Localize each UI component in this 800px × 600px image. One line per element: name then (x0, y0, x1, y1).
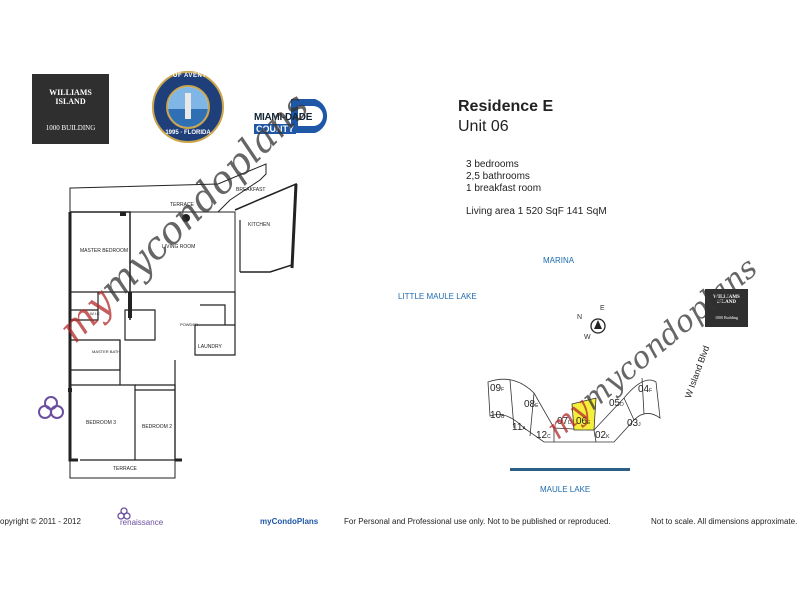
aventura-seal-top-text: CITY OF AVENTURA (155, 73, 221, 79)
williams-small-subtitle: 1000 Building (714, 315, 738, 320)
unit-05: 05D (609, 398, 624, 409)
label-little-maule-lake: LITTLE MAULE LAKE (398, 292, 477, 301)
feature-bathrooms: 2,5 bathrooms (466, 171, 530, 182)
residence-unit: Unit 06 (458, 118, 509, 135)
watermark-logo-icon (38, 396, 64, 419)
room-bedroom-2: BEDROOM 2 (142, 424, 172, 430)
floor-plan: BREAKFAST TERRACE KITCHEN MASTER BEDROOM… (68, 163, 298, 479)
living-area: Living area 1 520 SqF 141 SqM (466, 206, 607, 217)
footer-brand: renaissance (120, 518, 164, 527)
williams-small-line2: ISLAND (717, 300, 736, 305)
williams-island-small-logo: WILLIAMS ISLAND 1000 Building (705, 289, 748, 327)
williams-small-line1: WILLIAMS (713, 295, 740, 300)
room-master-bedroom: MASTER BEDROOM (80, 248, 128, 254)
williams-logo-line2: ISLAND (55, 97, 86, 106)
room-master-bath: MASTER BATH (92, 349, 120, 354)
footer-site[interactable]: myCondoPlans (260, 517, 319, 526)
city-of-aventura-seal (152, 71, 224, 143)
unit-11: 11A (512, 422, 526, 433)
compass-e: E (600, 305, 605, 312)
maule-lake-shoreline (510, 468, 630, 471)
footer-copyright: opyright © 2011 - 2012 (0, 517, 81, 526)
footer-usage: For Personal and Professional use only. … (344, 517, 611, 526)
residence-title: Residence E (458, 98, 554, 115)
room-terrace-top: TERRACE (170, 202, 195, 208)
williams-island-logo: WILLIAMS ISLAND 1000 BUILDING (32, 74, 109, 144)
unit-02: 02K (595, 430, 610, 441)
room-terrace-bottom: TERRACE (113, 466, 138, 472)
room-laundry: LAUNDRY (198, 344, 222, 350)
unit-06-highlight (571, 397, 597, 431)
unit-10: 10B (490, 410, 505, 421)
label-w-island-blvd: W Island Blvd (683, 344, 712, 400)
unit-07: 07D (557, 416, 572, 427)
label-maule-lake: MAULE LAKE (540, 485, 591, 494)
aventura-seal-bottom-text: 1995 · FLORIDA (165, 130, 211, 136)
room-breakfast: BREAKFAST (236, 187, 265, 193)
unit-09: 09F (490, 383, 505, 394)
footer-scale: Not to scale. All dimensions approximate… (651, 517, 798, 526)
miami-dade-line1: MIAMI-DADE (254, 112, 313, 123)
unit-08: 08E (524, 399, 539, 410)
miami-dade-line2: COUNTY (254, 124, 296, 134)
miami-dade-logo (291, 99, 328, 133)
label-marina: MARINA (543, 256, 575, 265)
compass-icon (590, 318, 606, 334)
unit-06: 06E (576, 416, 591, 427)
renaissance-logo-icon (117, 507, 131, 520)
unit-12: 12C (536, 430, 551, 441)
room-bedroom-3: BEDROOM 3 (86, 420, 116, 426)
compass-w: W (584, 334, 591, 341)
williams-logo-subtitle: 1000 BUILDING (45, 124, 96, 132)
williams-logo-line1: WILLIAMS (49, 88, 92, 97)
compass-n: N (577, 314, 583, 321)
unit-04: 04F (638, 384, 653, 395)
building-site-plan (487, 377, 661, 443)
feature-bedrooms: 3 bedrooms (466, 159, 519, 170)
unit-03: 03J (627, 418, 641, 429)
room-kitchen: KITCHEN (248, 222, 270, 228)
room-powder: POWDER (180, 322, 198, 327)
feature-breakfast: 1 breakfast room (466, 183, 542, 194)
room-living-room: LIVING ROOM (162, 244, 195, 250)
room-wic: W.I.C (90, 311, 100, 316)
